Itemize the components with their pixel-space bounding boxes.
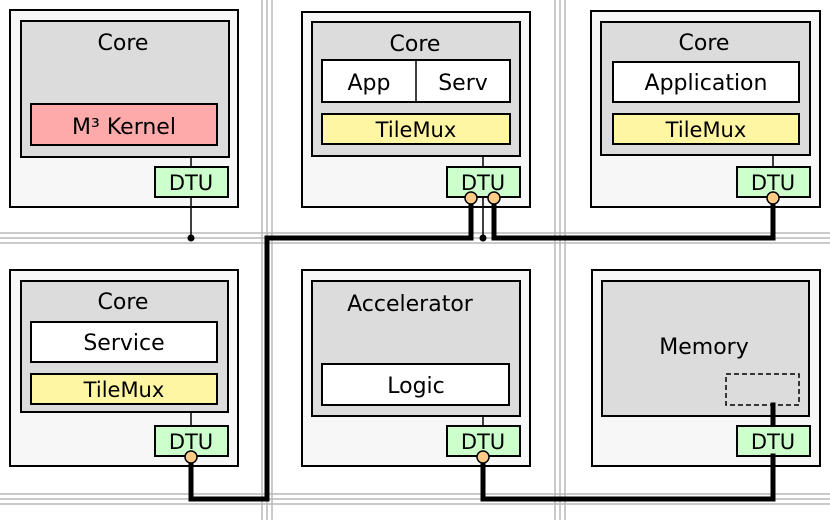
service-label: Service xyxy=(83,331,164,356)
dtu-endpoints xyxy=(184,191,780,464)
kernel-box xyxy=(30,103,218,146)
core-label: Core xyxy=(98,290,149,315)
dtu-label: DTU xyxy=(169,430,213,454)
tilemux-box xyxy=(30,373,218,405)
memory-label: Memory xyxy=(659,335,748,360)
serv-label: Serv xyxy=(438,71,488,96)
tilemux-label: TileMux xyxy=(665,118,747,142)
logic-box xyxy=(321,363,510,406)
dtu-box xyxy=(736,425,811,457)
tile-application: Core Application TileMux DTU xyxy=(590,10,821,208)
tile-app-serv: Core App Serv TileMux DTU xyxy=(301,11,531,242)
core-label: Core xyxy=(98,31,149,56)
tile-accelerator: Accelerator Logic DTU xyxy=(301,269,531,467)
dtu-label: DTU xyxy=(461,171,505,195)
tile-kernel: Core M³ Kernel DTU xyxy=(9,9,239,242)
dtu-label: DTU xyxy=(751,171,795,195)
kernel-label: M³ Kernel xyxy=(72,115,176,140)
dtu-label: DTU xyxy=(169,171,213,195)
endpoint-port xyxy=(476,450,490,464)
application-label: Application xyxy=(645,71,768,96)
endpoint-port xyxy=(487,191,501,205)
endpoint-port xyxy=(766,191,780,205)
accelerator-label: Accelerator xyxy=(347,292,474,317)
tile-memory: Memory DTU xyxy=(591,269,821,467)
logic-label: Logic xyxy=(387,374,445,399)
dtu-label: DTU xyxy=(751,430,795,454)
dtu-label: DTU xyxy=(461,430,505,454)
tile-service: Core Service TileMux DTU xyxy=(9,269,239,467)
network-junction xyxy=(479,234,487,242)
app-label: App xyxy=(348,71,391,96)
tilemux-label: TileMux xyxy=(375,118,457,142)
tilemux-label: TileMux xyxy=(83,378,165,402)
tilemux-box xyxy=(612,113,800,145)
network-junction xyxy=(187,234,195,242)
endpoint-port xyxy=(464,191,478,205)
endpoint-port xyxy=(184,450,198,464)
dtu-box xyxy=(446,166,521,198)
core-label: Core xyxy=(679,31,730,56)
communication-channels xyxy=(188,194,776,502)
tilemux-box xyxy=(321,113,511,145)
memory-region-box xyxy=(725,373,800,406)
memory-box xyxy=(601,280,810,417)
core-label: Core xyxy=(390,32,441,57)
application-box xyxy=(612,61,800,103)
service-box xyxy=(30,321,218,363)
